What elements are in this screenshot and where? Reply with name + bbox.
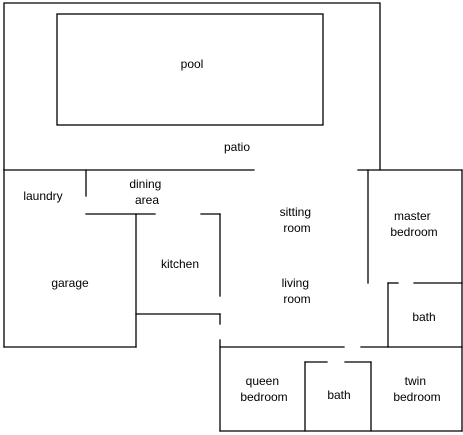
label-twin-bedroom-line-1: twin [405,374,426,388]
label-queen-bedroom: queen bedroom [240,374,287,404]
label-pool-line-1: pool [181,57,204,71]
label-garage-line-1: garage [51,276,89,290]
room-labels: pool patio laundry dining area sitting r… [23,57,440,404]
label-master-bedroom-line-2: bedroom [390,225,437,239]
label-master-bath-line-1: bath [412,310,435,324]
label-hall-bath: bath [327,388,350,402]
label-dining-area: dining area [129,177,164,207]
label-dining-area-line-1: dining [129,177,161,191]
label-sitting-room: sitting room [280,205,315,235]
label-sitting-room-line-1: sitting [280,205,311,219]
label-patio-line-1: patio [224,140,250,154]
label-twin-bedroom-line-2: bedroom [393,390,440,404]
label-patio: patio [224,140,250,154]
label-living-room: living room [282,276,313,306]
label-kitchen-line-1: kitchen [161,257,199,271]
label-kitchen: kitchen [161,257,199,271]
pool-outline [56,13,324,126]
label-living-room-line-1: living [282,276,309,290]
label-pool: pool [181,57,204,71]
label-garage: garage [51,276,89,290]
patio-outline [3,2,381,171]
label-dining-area-line-2: area [135,193,159,207]
label-master-bath: bath [412,310,435,324]
label-laundry: laundry [23,189,62,203]
label-laundry-line-1: laundry [23,189,62,203]
label-sitting-room-line-2: room [283,221,310,235]
walls [3,2,463,432]
label-master-bedroom: master bedroom [390,209,437,239]
label-queen-bedroom-line-1: queen [246,374,279,388]
label-twin-bedroom: twin bedroom [393,374,440,404]
label-master-bedroom-line-1: master [394,209,431,223]
label-hall-bath-line-1: bath [327,388,350,402]
label-living-room-line-2: room [283,292,310,306]
label-queen-bedroom-line-2: bedroom [240,390,287,404]
